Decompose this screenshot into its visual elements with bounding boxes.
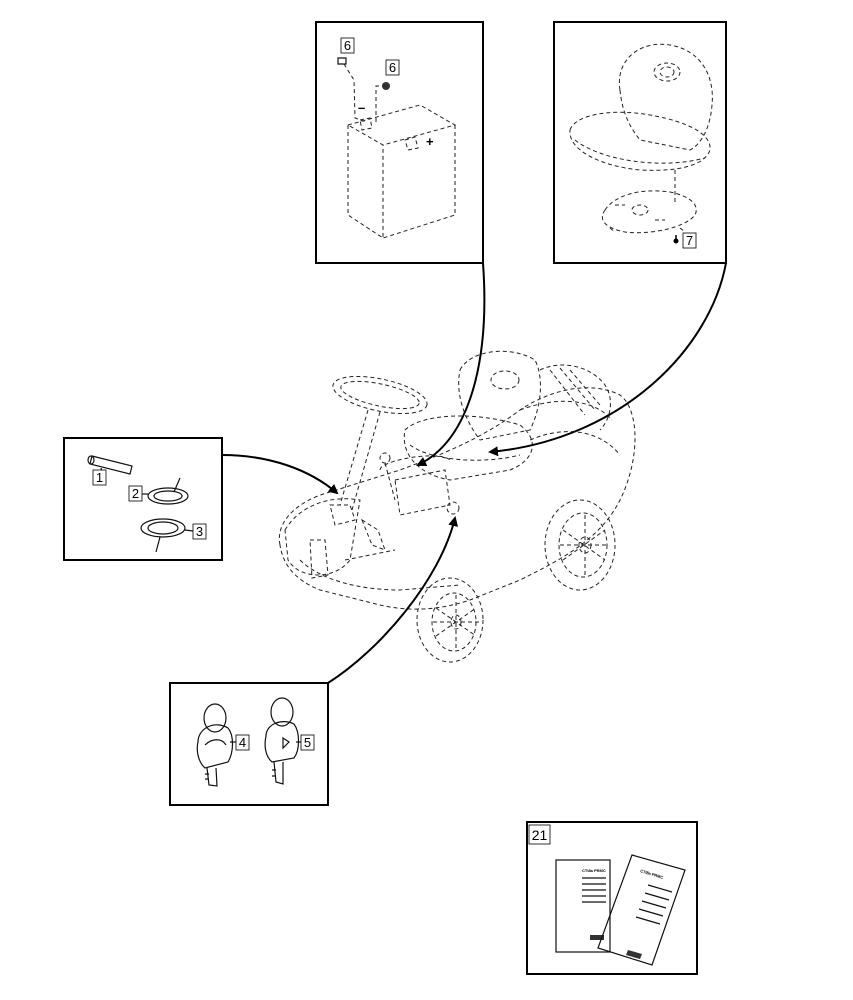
battery-nut — [375, 82, 390, 125]
svg-text:+: + — [426, 134, 434, 149]
key-5 — [264, 697, 300, 785]
manual-back: CTI8a PRMC — [555, 859, 611, 953]
seat-illustration — [569, 43, 713, 234]
manual-back-title: CTI8a PRMC — [582, 868, 606, 873]
seat-on-mower — [403, 350, 541, 481]
steering-wheel — [332, 375, 428, 511]
callout-7: 7 — [686, 233, 693, 248]
manual-front-title: CTI8a PRMC — [640, 868, 664, 880]
callout-6-bolt: 6 — [344, 38, 351, 53]
washer-2 — [147, 477, 189, 505]
battery-leader-arrow — [416, 262, 486, 467]
battery-illustration: + – — [346, 100, 457, 239]
manual-front: CTI8a PRMC — [597, 854, 686, 966]
washer-3 — [140, 518, 186, 553]
callout-1: 1 — [96, 470, 103, 485]
seat-leader-arrow — [488, 262, 727, 457]
page-reference-number: 21 — [532, 827, 548, 843]
riding-mower-illustration — [278, 350, 636, 663]
front-wheel — [416, 577, 484, 663]
callout-3: 3 — [196, 524, 203, 539]
key-4 — [196, 703, 234, 787]
battery-detail-box: + – 6 6 — [315, 21, 484, 264]
seat-detail-box: 7 — [553, 21, 727, 264]
pin-and-washers-detail-box: 1 2 3 — [63, 437, 223, 561]
battery-bolt — [337, 57, 367, 123]
callout-6-nut: 6 — [389, 60, 396, 75]
svg-text:–: – — [358, 100, 365, 115]
keys-leader-arrow — [327, 516, 458, 684]
callout-5: 5 — [304, 735, 311, 750]
callout-2: 2 — [132, 486, 139, 501]
keys-detail-box: 4 5 — [169, 682, 329, 806]
rear-wheel — [544, 499, 616, 591]
manuals-detail-box: 21 CTI8a PRMC CTI8a PRMC — [526, 821, 698, 975]
callout-4: 4 — [239, 735, 246, 750]
pins-leader-arrow — [221, 454, 339, 495]
leader-lines — [221, 262, 727, 684]
seat-bolt — [673, 235, 679, 244]
